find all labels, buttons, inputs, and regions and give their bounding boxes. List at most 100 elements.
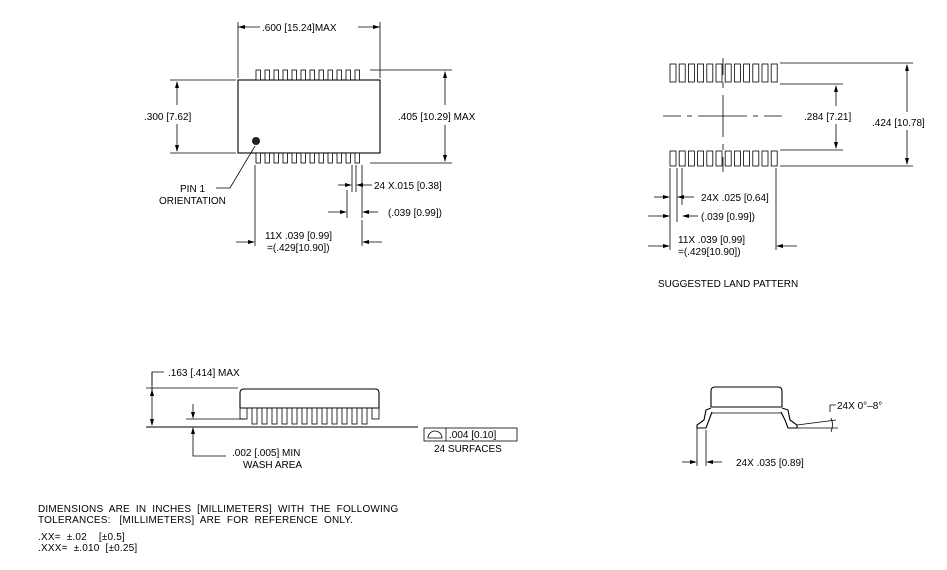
pads-lower — [669, 150, 778, 167]
pin — [327, 69, 333, 81]
side-lead — [331, 407, 338, 425]
notes-line4: .XXX= ±.010 [±0.25] — [38, 543, 138, 554]
notes-line3: .XX= ±.02 [±0.5] — [38, 532, 125, 543]
body-height-dim-text: .300 [7.62] — [144, 112, 191, 123]
land-pad — [752, 63, 760, 83]
pin — [273, 69, 279, 81]
top-view: .600 [15.24]MAX .300 [7.62] .405 [10.29]… — [144, 22, 476, 254]
top-pitch-dim-text: (.039 [0.99]) — [388, 208, 442, 219]
pin1-dot-icon — [252, 137, 260, 145]
side-lead — [271, 407, 278, 425]
pin — [264, 69, 270, 81]
land-span-dim-line1: 11X .039 [0.99] — [678, 235, 745, 246]
coplanarity-value-text: .004 [0.10] — [449, 430, 496, 441]
land-pad — [715, 150, 723, 167]
land-pad — [706, 150, 714, 167]
land-pattern-view: .284 [7.21] .424 [10.78] 24X .025 [0.64]… — [648, 58, 925, 290]
land-pad — [669, 150, 677, 167]
pin — [327, 152, 333, 164]
pin — [354, 69, 360, 81]
tolerance-notes: DIMENSIONS ARE IN INCHES [MILLIMETERS] W… — [38, 504, 398, 554]
pin — [354, 152, 360, 164]
land-overall-dim-text: .424 [10.78] — [872, 118, 925, 129]
land-pad — [697, 150, 704, 167]
overall-height-dim-text: .405 [10.29] MAX — [398, 112, 476, 123]
land-pad — [669, 63, 677, 83]
land-pad — [688, 150, 695, 167]
standoff-dim-line2: WASH AREA — [243, 460, 302, 471]
land-pad — [761, 63, 769, 83]
pads-upper — [669, 63, 778, 83]
land-pad — [678, 63, 686, 83]
land-pad — [724, 63, 732, 83]
side-lead — [291, 407, 298, 425]
pin — [255, 152, 261, 164]
land-pad — [678, 150, 686, 167]
side-lead — [251, 407, 258, 425]
pin — [300, 152, 306, 164]
top-span-dim-line2: =(.429[10.90]) — [267, 243, 330, 254]
land-pad — [743, 150, 750, 167]
pin — [345, 152, 351, 164]
pin — [291, 69, 297, 81]
land-pad — [697, 63, 704, 83]
side-lead — [311, 407, 318, 425]
row-spacing-dim-text: .284 [7.21] — [804, 112, 851, 123]
standoff-dim-line1: .002 [.005] MIN — [232, 448, 300, 459]
package-body — [237, 79, 381, 154]
pin — [309, 152, 315, 164]
pin — [309, 69, 315, 81]
end-view: 24X 0°–8° 24X .035 [0.89] — [682, 386, 882, 469]
land-pad — [724, 150, 732, 167]
pin — [318, 69, 324, 81]
land-pad — [752, 150, 760, 167]
land-pattern-caption: SUGGESTED LAND PATTERN — [658, 279, 798, 290]
lead-angle-dim-text: 24X 0°–8° — [837, 401, 882, 412]
land-pad — [706, 63, 714, 83]
pad-width-dim-text: 24X .025 [0.64] — [701, 193, 769, 204]
pin — [336, 152, 342, 164]
land-pad — [770, 150, 778, 167]
pin1-label-line2: ORIENTATION — [159, 196, 226, 207]
pin1-label-line1: PIN 1 — [180, 184, 205, 195]
top-pins-lower — [255, 152, 360, 164]
land-pad — [761, 150, 769, 167]
pin — [336, 69, 342, 81]
pin — [345, 69, 351, 81]
side-lead — [261, 407, 268, 425]
side-leads — [251, 407, 368, 425]
land-pad — [715, 63, 723, 83]
top-span-dim-line1: 11X .039 [0.99] — [265, 231, 332, 242]
profile-surface-icon — [427, 430, 443, 439]
land-pad — [688, 63, 695, 83]
land-pad — [734, 63, 741, 83]
land-pad — [743, 63, 750, 83]
pin — [291, 152, 297, 164]
side-height-dim-text: .163 [.414] MAX — [168, 368, 240, 379]
notes-line2: TOLERANCES: [MILLIMETERS] ARE FOR REFERE… — [38, 515, 353, 526]
pin — [264, 152, 270, 164]
top-pins-upper — [255, 69, 360, 81]
pin — [255, 69, 261, 81]
land-pad — [770, 63, 778, 83]
notes-line1: DIMENSIONS ARE IN INCHES [MILLIMETERS] W… — [38, 504, 399, 515]
coplanarity-note-text: 24 SURFACES — [434, 444, 502, 455]
lead-length-dim-text: 24X .035 [0.89] — [736, 458, 804, 469]
width-dim-text: .600 [15.24]MAX — [262, 23, 337, 34]
side-lead — [351, 407, 358, 425]
pin — [282, 152, 288, 164]
side-view: .163 [.414] MAX .002 [.005] MIN WASH ARE… — [146, 368, 518, 471]
pin — [318, 152, 324, 164]
side-lead — [341, 407, 348, 425]
side-lead — [281, 407, 288, 425]
pin — [282, 69, 288, 81]
lead-width-dim-text: 24 X.015 [0.38] — [374, 181, 442, 192]
land-span-dim-line2: =(.429[10.90]) — [678, 247, 741, 258]
side-lead — [301, 407, 308, 425]
land-pad — [734, 150, 741, 167]
side-lead — [321, 407, 328, 425]
side-lead — [361, 407, 368, 425]
pin — [300, 69, 306, 81]
pin — [273, 152, 279, 164]
